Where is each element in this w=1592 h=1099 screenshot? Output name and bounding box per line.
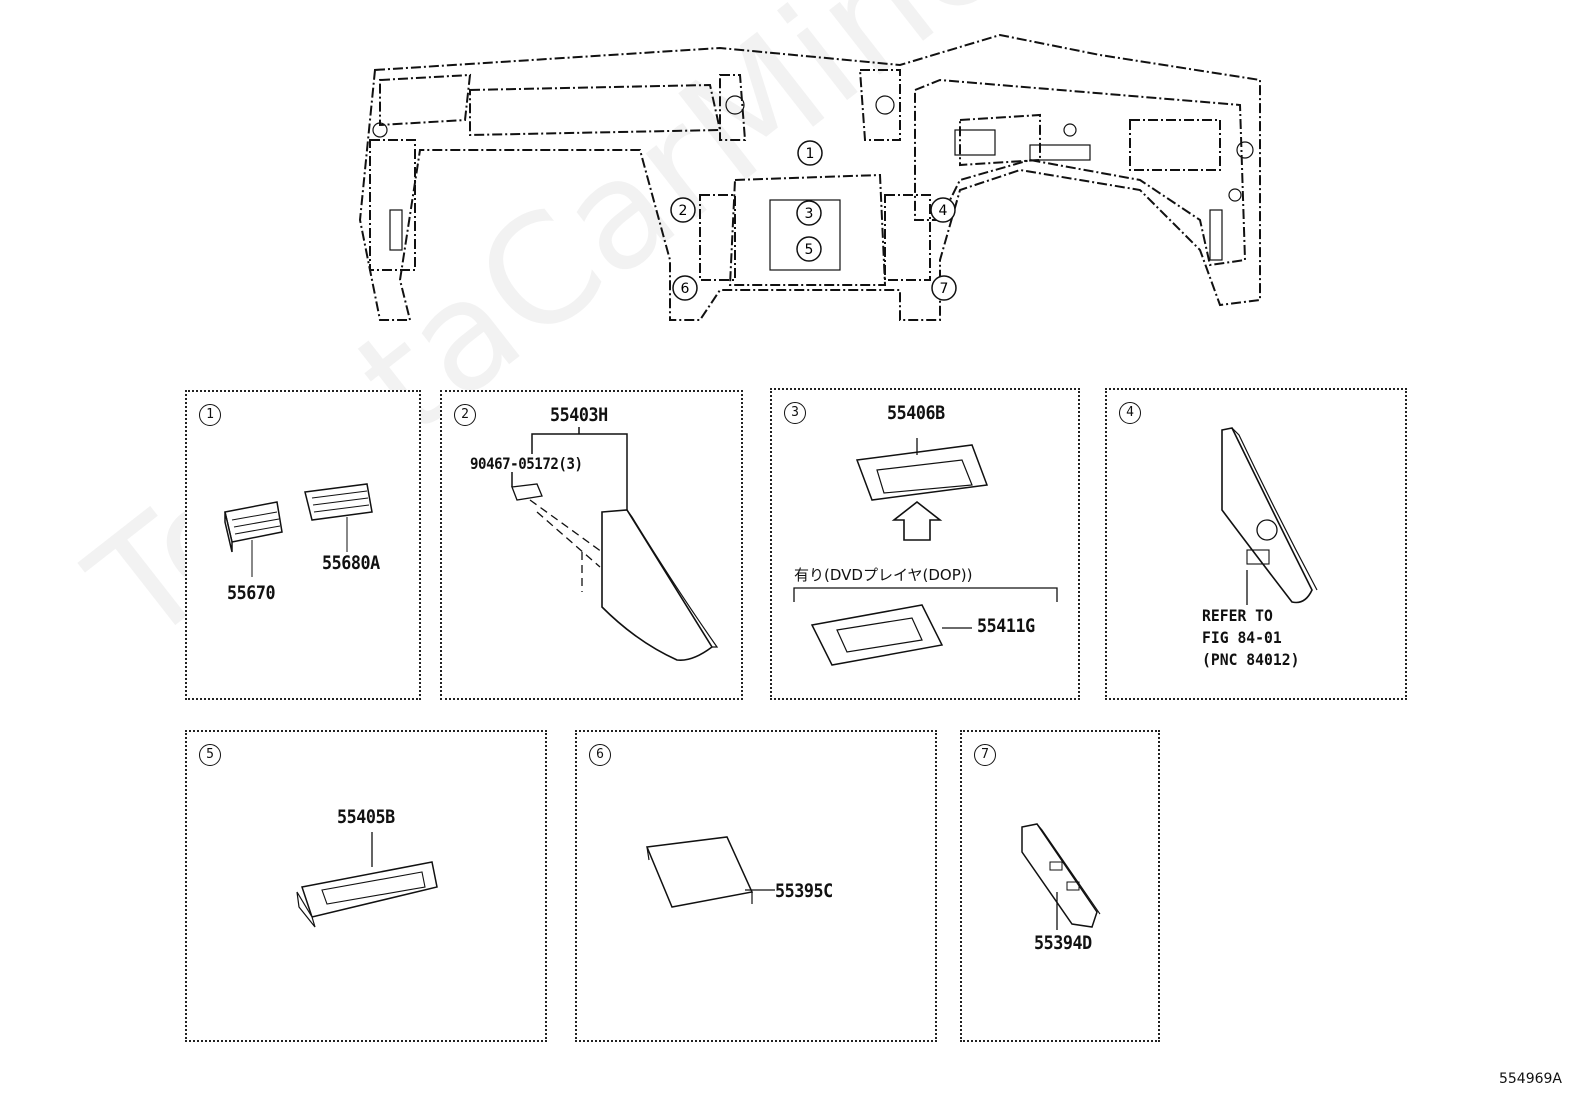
- panel-2-number: 2: [454, 404, 476, 426]
- panel-6-number: 6: [589, 744, 611, 766]
- panel-3-number: 3: [784, 402, 806, 424]
- part-55403h-label: 55403H: [550, 404, 608, 426]
- overview-callout-7-label: 7: [940, 281, 949, 297]
- refer-line-1: REFER TO: [1202, 606, 1273, 625]
- panel-1: 1 55670 55680A: [185, 390, 421, 700]
- panel-4: 4 REFER TO FIG 84-01 (PNC 84012): [1105, 388, 1407, 700]
- panel-7: 7 55394D: [960, 730, 1160, 1042]
- refer-line-3: (PNC 84012): [1202, 650, 1300, 669]
- overview-callout-6: 6: [672, 275, 698, 301]
- part-90467-05172-label: 90467-05172(3): [470, 454, 583, 473]
- air-vent-parts-drawing: [224, 483, 373, 577]
- overview-callout-3: 3: [796, 200, 822, 226]
- side-panel-drawing: [511, 427, 719, 662]
- overview-callout-4-label: 4: [939, 203, 948, 219]
- panel-2: 2 55403H 90467-05172(3): [440, 390, 743, 700]
- panel-5: 5 55405B: [185, 730, 547, 1042]
- part-55406b-label: 55406B: [887, 402, 945, 424]
- figure-code: 554969A: [1498, 1071, 1562, 1087]
- overview-callout-2: 2: [670, 197, 696, 223]
- part-55395c-label: 55395C: [775, 880, 833, 902]
- panel-1-number: 1: [199, 404, 221, 426]
- panel-3: 3 55406B 有り(DVDプレイヤ(DOP)) 55411G: [770, 388, 1080, 700]
- side-bracket-drawing: [1021, 823, 1101, 930]
- panel-4-number: 4: [1119, 402, 1141, 424]
- panel-7-number: 7: [974, 744, 996, 766]
- refer-line-2: FIG 84-01: [1202, 628, 1282, 647]
- dvd-player-option-note: 有り(DVDプレイヤ(DOP)): [794, 566, 973, 584]
- center-cluster-drawing: [1221, 427, 1318, 605]
- overview-callout-3-label: 3: [805, 206, 814, 222]
- part-55670-label: 55670: [227, 582, 276, 604]
- part-55411g-label: 55411G: [977, 615, 1035, 637]
- part-55394d-label: 55394D: [1034, 932, 1092, 954]
- overview-callout-1: 1: [797, 140, 823, 166]
- overview-callout-5-label: 5: [805, 242, 814, 258]
- overview-callout-6-label: 6: [681, 281, 690, 297]
- panel-6: 6 55395C: [575, 730, 937, 1042]
- lower-panel-drawing: [296, 832, 438, 928]
- part-55680a-label: 55680A: [322, 552, 380, 574]
- dvd-bezel-drawing: [793, 438, 1058, 666]
- overview-callout-4: 4: [930, 197, 956, 223]
- overview-callout-5: 5: [796, 236, 822, 262]
- part-55405b-label: 55405B: [337, 806, 395, 828]
- overview-callout-1-label: 1: [806, 146, 815, 162]
- dashboard-overview-drawing: 1 2 3 4 5 6 7: [358, 33, 1261, 321]
- lower-cover-drawing: [645, 836, 775, 908]
- refer-to-note: REFER TO FIG 84-01 (PNC 84012): [1202, 605, 1299, 671]
- overview-callout-7: 7: [931, 275, 957, 301]
- overview-callout-2-label: 2: [679, 203, 688, 219]
- panel-5-number: 5: [199, 744, 221, 766]
